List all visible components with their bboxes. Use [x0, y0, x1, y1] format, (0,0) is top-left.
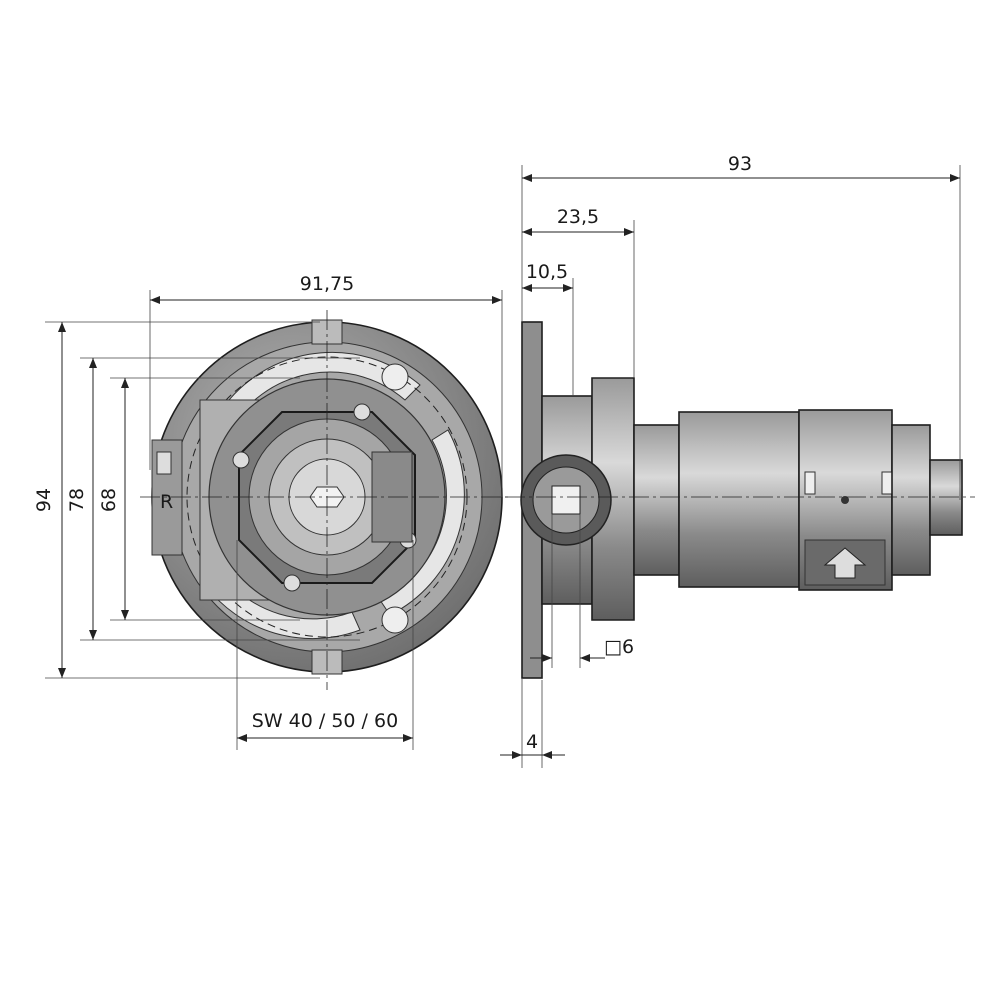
dim-overall-length-label: 93	[728, 153, 752, 175]
drive-housing	[678, 411, 800, 588]
square-hole	[551, 485, 581, 515]
mounting-hole-top	[381, 363, 409, 391]
front-view: R	[140, 310, 510, 690]
sleeve-pin	[841, 496, 849, 504]
dim-flange-offset-label: 10,5	[526, 261, 568, 283]
arrow-up-icon	[823, 547, 867, 579]
side-view	[505, 321, 975, 679]
neck	[633, 424, 680, 576]
dim-width-label: 91,75	[300, 273, 354, 295]
clip-window	[156, 451, 172, 475]
dim-wrench-size-label: SW 40 / 50 / 60	[252, 710, 398, 732]
adapter-pin	[232, 451, 250, 469]
adapter-pin	[283, 574, 301, 592]
sleeve-window	[804, 471, 816, 495]
dim-height-mid-label: 78	[66, 488, 88, 512]
dim-height-outer-label: 94	[33, 488, 55, 512]
arc-slot-top	[214, 351, 421, 431]
mounting-hole-bottom	[381, 606, 409, 634]
dim-height-inner-label: 68	[98, 488, 120, 512]
sleeve-window	[881, 471, 893, 495]
direction-mark: R	[160, 491, 173, 513]
end-cap	[891, 424, 931, 576]
dimensions: 91,75 94 78 68 SW 40 / 50 / 60 93 23,5	[33, 153, 961, 768]
body-collar	[591, 377, 635, 621]
end-shaft	[929, 459, 963, 536]
adapter-pin	[353, 403, 371, 421]
dim-square-drive-label: □6	[604, 636, 634, 658]
dim-flange-thickness-label: 4	[526, 731, 538, 753]
dim-body-length-label: 23,5	[557, 206, 599, 228]
